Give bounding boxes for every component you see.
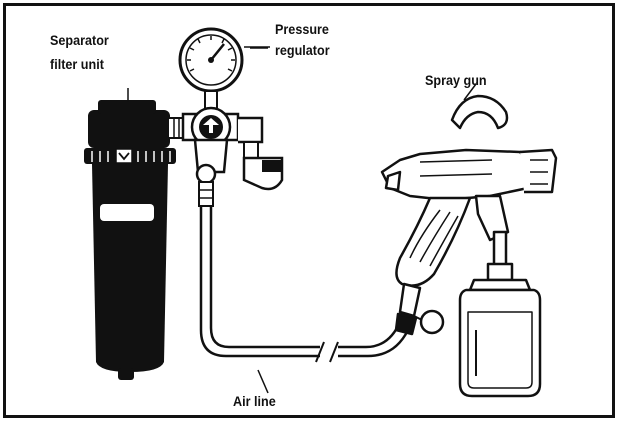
spray-gun	[380, 94, 558, 398]
filter-regulator-coupling	[167, 117, 185, 139]
label-leader-lines	[244, 46, 477, 394]
separator-label-line1: Separator	[50, 32, 109, 48]
separator-label-line2: filter unit	[50, 56, 104, 72]
spray-gun-label: Spray gun	[425, 72, 487, 88]
pressure-regulator	[178, 27, 284, 207]
air-line-label: Air line	[233, 393, 276, 409]
pressure-label-line1: Pressure	[275, 21, 329, 37]
pressure-label-line2: regulator	[275, 42, 330, 58]
separator-filter-unit	[84, 88, 176, 380]
air-line-hose	[199, 205, 410, 363]
